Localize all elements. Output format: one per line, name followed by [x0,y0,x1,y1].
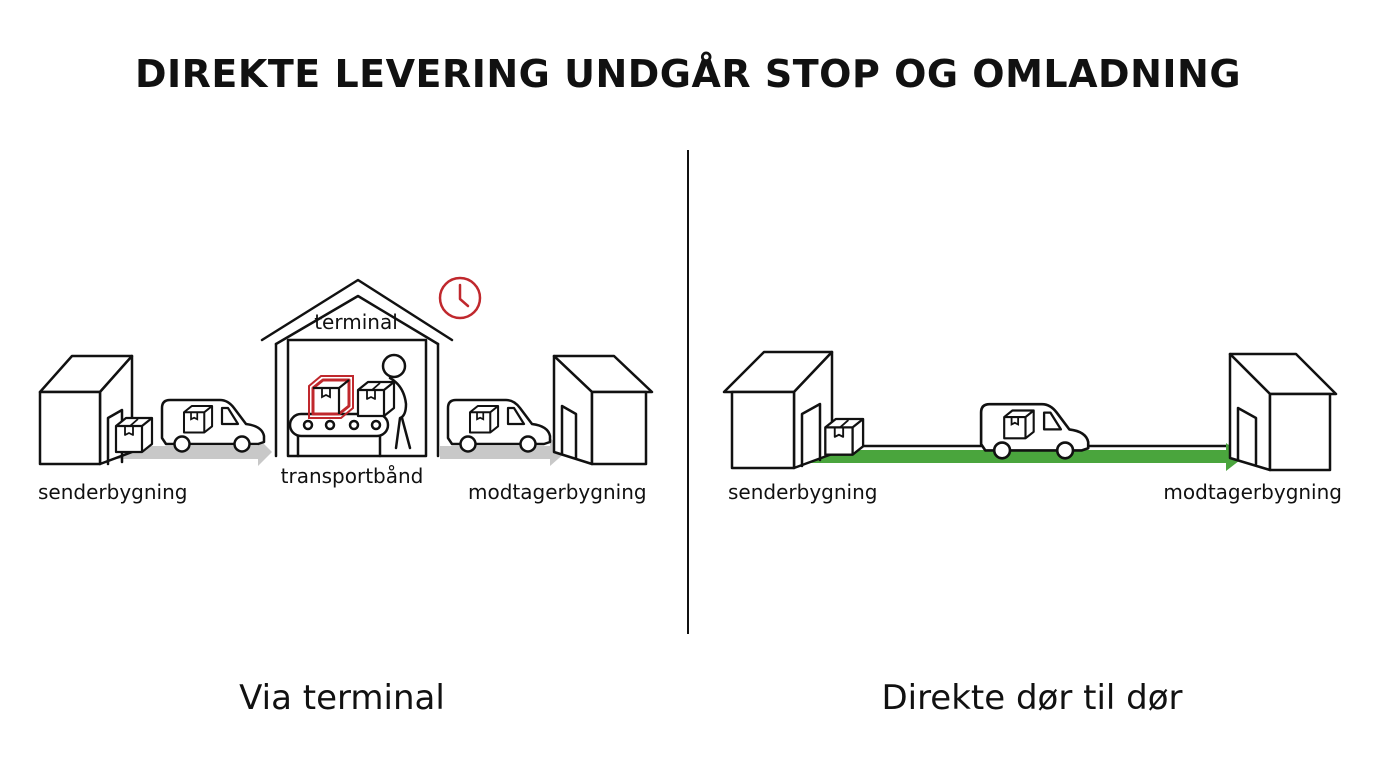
red-package-icon [308,375,354,419]
sender-label: senderbygning [38,480,187,504]
conveyor-icon [288,412,390,458]
sender-label: senderbygning [728,480,877,504]
sender-building-icon [722,350,834,470]
left-caption: Via terminal [239,678,445,718]
left-panel: terminal transportbån [38,276,654,718]
clock-icon [438,276,482,320]
receiver-building-icon [1228,352,1338,472]
van-icon [160,398,266,453]
right-panel: senderbygning modtagerbygning Direkte dø… [722,350,1342,718]
receiver-label: modtagerbygning [468,480,647,504]
terminal-label: terminal [314,310,398,334]
terminal-icon [260,278,454,458]
package-icon [356,380,396,418]
conveyor-label: transportbånd [281,464,424,488]
van-icon [446,398,552,453]
receiver-building-icon [552,354,654,466]
page-title: DIREKTE LEVERING UNDGÅR STOP OG OMLADNIN… [134,52,1242,96]
van-icon [979,402,1090,460]
package-icon [114,416,154,454]
gray-arrow-icon [110,438,272,466]
right-caption: Direkte dør til dør [881,678,1182,718]
receiver-label: modtagerbygning [1163,480,1342,504]
package-icon [824,417,865,456]
